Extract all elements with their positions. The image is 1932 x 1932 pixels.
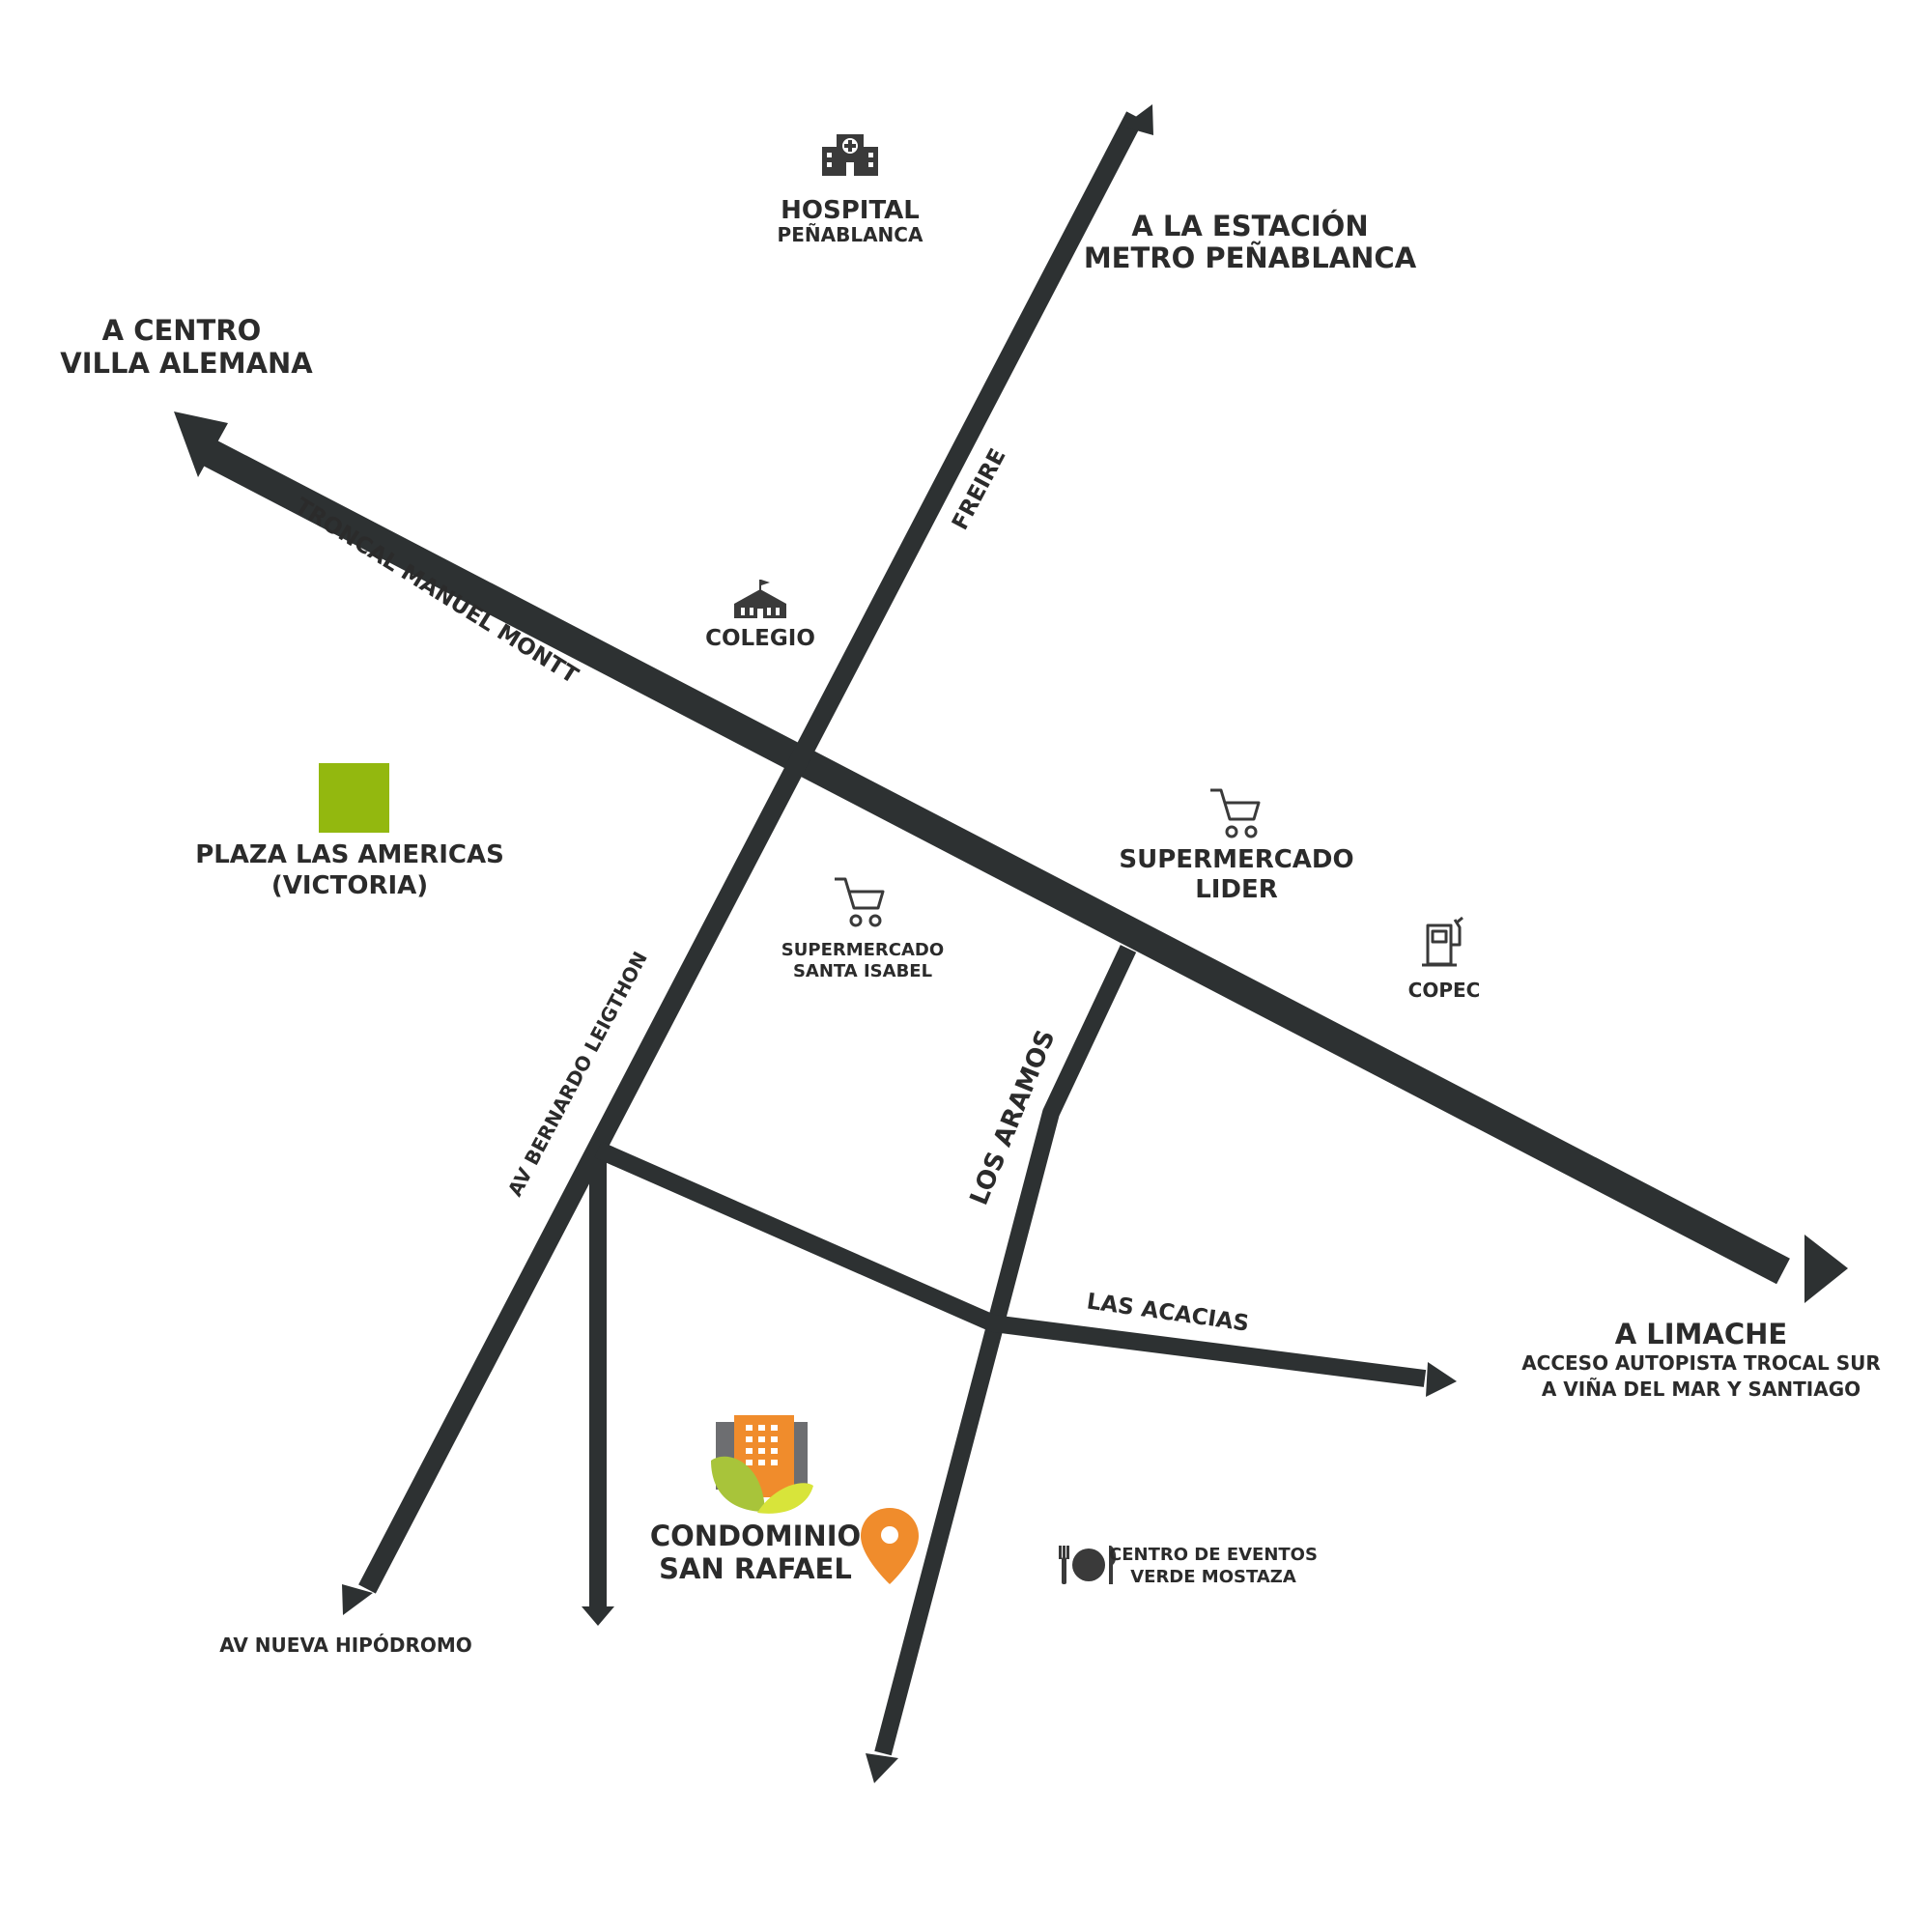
cart-icon: [835, 877, 885, 927]
school-icon: [734, 580, 786, 618]
destination-limache-line3: A VIÑA DEL MAR Y SANTIAGO: [1542, 1378, 1861, 1401]
santa-isabel-label-line2: SANTA ISABEL: [793, 961, 932, 981]
street-label-acacias: LAS ACACIAS: [1085, 1289, 1250, 1336]
place-eventos: CENTRO DE EVENTOS VERDE MOSTAZA: [1059, 1545, 1318, 1587]
destination-centro: A CENTRO VILLA ALEMANA: [60, 314, 313, 380]
destination-hipodromo: AV NUEVA HIPÓDROMO: [219, 1634, 472, 1657]
restaurant-icon: [1059, 1546, 1117, 1584]
roads: [174, 104, 1848, 1783]
destination-limache-line2: ACCESO AUTOPISTA TROCAL SUR: [1521, 1351, 1881, 1375]
condominio-label-line1: CONDOMINIO: [650, 1520, 861, 1552]
street-label-troncal: TRONCAL MANUEL MONTT: [291, 494, 582, 689]
destination-centro-line2: VILLA ALEMANA: [60, 347, 313, 380]
arrow-los-aramos-down: [866, 1753, 898, 1783]
copec-label: COPEC: [1408, 979, 1481, 1002]
plaza-square: [319, 763, 389, 833]
santa-isabel-label-line1: SUPERMERCADO: [781, 940, 944, 960]
eventos-label-line1: CENTRO DE EVENTOS: [1109, 1545, 1318, 1565]
place-copec: COPEC: [1408, 916, 1481, 1002]
arrow-to-limache: [1804, 1235, 1848, 1303]
hospital-icon: [822, 134, 878, 176]
road-las-acacias: [594, 1141, 1427, 1387]
arrow-las-acacias: [1426, 1362, 1457, 1397]
hospital-label-line1: HOSPITAL: [781, 196, 920, 225]
condominio-label-line2: SAN RAFAEL: [659, 1552, 852, 1585]
colegio-label: COLEGIO: [705, 626, 815, 651]
destination-centro-line1: A CENTRO: [102, 314, 262, 347]
arrow-to-centro: [174, 412, 228, 477]
destination-estacion-line2: METRO PEÑABLANCA: [1084, 242, 1417, 274]
plaza-label-line2: (VICTORIA): [271, 871, 428, 900]
arrow-vertical-down: [582, 1606, 614, 1626]
place-colegio: COLEGIO: [705, 580, 815, 651]
eventos-label-line2: VERDE MOSTAZA: [1130, 1567, 1296, 1587]
destination-limache: A LIMACHE ACCESO AUTOPISTA TROCAL SUR A …: [1521, 1318, 1881, 1401]
cart-icon: [1210, 788, 1261, 838]
location-pin-icon: [861, 1508, 919, 1584]
plaza-label-line1: PLAZA LAS AMERICAS: [195, 840, 504, 869]
destination-limache-line1: A LIMACHE: [1615, 1318, 1787, 1350]
road-troncal-manuel-montt: [192, 434, 1790, 1285]
destination-estacion-line1: A LA ESTACIÓN: [1131, 210, 1368, 242]
place-condominio: CONDOMINIO SAN RAFAEL: [650, 1415, 919, 1585]
hospital-label-line2: PEÑABLANCA: [778, 223, 923, 246]
arrow-to-hipodromo: [342, 1584, 373, 1615]
place-lider: SUPERMERCADO LIDER: [1119, 788, 1354, 904]
place-plaza: PLAZA LAS AMERICAS (VICTORIA): [195, 763, 504, 900]
place-santa-isabel: SUPERMERCADO SANTA ISABEL: [781, 877, 944, 981]
condominio-logo: [711, 1415, 813, 1514]
place-hospital: HOSPITAL PEÑABLANCA: [778, 134, 923, 246]
road-freire: [358, 111, 1144, 1594]
arrow-to-estacion: [1122, 104, 1153, 135]
lider-label-line2: LIDER: [1195, 875, 1278, 904]
fuel-pump-icon: [1422, 916, 1463, 967]
lider-label-line1: SUPERMERCADO: [1119, 845, 1353, 874]
destination-estacion: A LA ESTACIÓN METRO PEÑABLANCA: [1084, 210, 1417, 274]
road-los-aramos: [874, 945, 1137, 1756]
